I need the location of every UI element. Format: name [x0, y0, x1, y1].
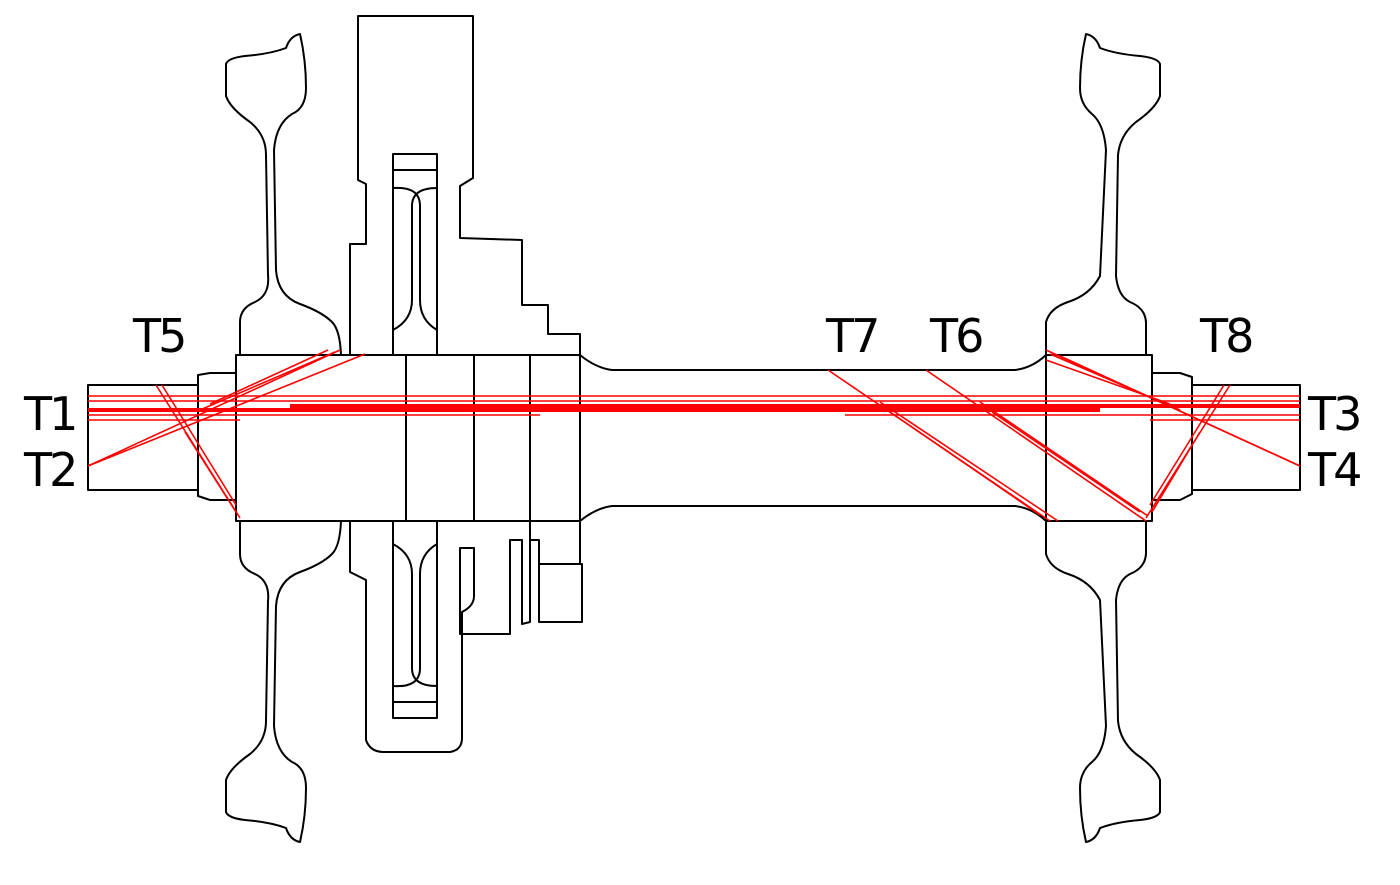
gearbox-lug [538, 563, 583, 623]
gearbox [349, 15, 583, 753]
ray-t7-c [889, 411, 1041, 516]
ray-t4-d [1045, 359, 1171, 405]
label-t5: T5 [132, 309, 184, 363]
ray-t4-b [1059, 355, 1301, 467]
gearbox-lug-link [530, 521, 581, 564]
ray-t2-b [87, 353, 366, 467]
right-dust-guard [1152, 372, 1193, 501]
ray-t6-a [925, 369, 1147, 522]
ray-t5-c [184, 431, 237, 513]
left-wheel-upper [225, 33, 342, 356]
ray-t5-b [161, 384, 237, 506]
label-t3: T3 [1307, 387, 1359, 441]
ray-t6-c [991, 411, 1141, 513]
bearing-seat [529, 354, 581, 522]
axle-body [579, 354, 1047, 522]
label-t8: T8 [1199, 309, 1252, 363]
ray-t2-d [209, 349, 329, 405]
right-wheel-seat [1045, 354, 1153, 522]
label-t4: T4 [1307, 443, 1360, 497]
probe-labels: T5 T7 T6 T8 T1 T2 T3 T4 [23, 309, 1363, 497]
ray-t8-b [1149, 384, 1225, 506]
ray-t2-c [199, 351, 336, 411]
ray-t2-a [87, 349, 341, 467]
gearbox-housing-upper [349, 15, 581, 355]
gearbox-housing-lower [349, 521, 531, 753]
gear-wheel-lower [392, 521, 438, 719]
gearbox-seat [473, 354, 531, 522]
left-wheel [225, 33, 342, 843]
ray-t6-b [979, 401, 1149, 517]
scan-rays [87, 349, 1301, 522]
right-wheel-lower [1045, 521, 1161, 843]
left-wheel-lower [225, 520, 342, 843]
label-t1: T1 [23, 387, 75, 441]
ray-t8-c [1151, 431, 1201, 513]
label-t6: T6 [929, 309, 982, 363]
gear-seat [405, 354, 475, 522]
right-wheel-upper [1045, 33, 1161, 355]
right-wheel [1045, 33, 1161, 843]
axle [87, 354, 1301, 522]
label-t7: T7 [825, 309, 877, 363]
label-t2: T2 [23, 443, 75, 497]
ray-t7-b [879, 401, 1059, 522]
gear-wheel-upper [392, 153, 438, 355]
